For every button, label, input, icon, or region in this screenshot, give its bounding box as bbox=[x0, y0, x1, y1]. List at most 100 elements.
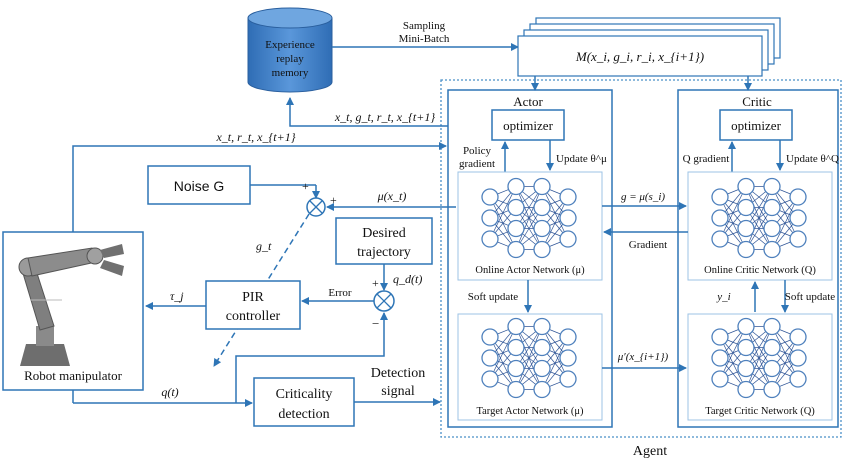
network-node bbox=[789, 188, 807, 206]
network-edge bbox=[541, 196, 569, 250]
critic-soft-update-label: Soft update bbox=[785, 291, 836, 303]
qd-plus-sign: + bbox=[372, 276, 379, 290]
network-node bbox=[481, 188, 499, 206]
network-node bbox=[533, 198, 551, 217]
critic-title: Critic bbox=[742, 94, 772, 109]
desired-trajectory-line1: Desired bbox=[362, 226, 406, 241]
experience-replay-memory: Experience replay memory bbox=[247, 7, 333, 93]
network-node bbox=[737, 317, 755, 336]
actor-policy-gradient-1: Policy bbox=[463, 145, 492, 157]
network-node bbox=[763, 240, 781, 259]
network-node bbox=[559, 349, 577, 367]
online-actor-network-label: Online Actor Network (μ) bbox=[475, 265, 585, 276]
mu-xt-label: μ(x_t) bbox=[377, 189, 407, 203]
critic-yi-label: y_i bbox=[716, 291, 730, 303]
network-node bbox=[711, 209, 729, 227]
network-edge bbox=[771, 336, 799, 390]
network-node bbox=[789, 370, 807, 388]
network-node bbox=[763, 359, 781, 378]
network-node bbox=[481, 370, 499, 388]
detection-line2: signal bbox=[381, 384, 415, 399]
network-node bbox=[559, 188, 577, 206]
actor-title: Actor bbox=[513, 94, 543, 109]
desired-trajectory-line2: trajectory bbox=[357, 245, 411, 260]
pir-controller-box bbox=[205, 280, 301, 330]
to-memory-label: x_t, g_t, r_t, x_{t+1} bbox=[334, 110, 436, 124]
critic-optimizer-box bbox=[719, 109, 793, 141]
network-node bbox=[481, 209, 499, 227]
network-node bbox=[533, 219, 551, 238]
error-minus-sign: − bbox=[372, 316, 379, 331]
network-node bbox=[711, 349, 729, 367]
actor-optimizer-box bbox=[491, 109, 565, 141]
qt-label: q(t) bbox=[161, 385, 178, 399]
network-node bbox=[533, 338, 551, 357]
noise-plus-sign: + bbox=[302, 179, 309, 193]
network-node bbox=[507, 219, 525, 238]
network-edge bbox=[771, 196, 799, 250]
network-edge bbox=[489, 186, 517, 240]
g-mu-label: g = μ(s_i) bbox=[621, 191, 665, 203]
agent-label: Agent bbox=[633, 444, 667, 459]
network-node bbox=[763, 317, 781, 336]
target-critic-network-label: Target Critic Network (Q) bbox=[705, 406, 815, 417]
network-node bbox=[763, 338, 781, 357]
network-node bbox=[533, 359, 551, 378]
network-node bbox=[507, 359, 525, 378]
transition-to-memory-arrow bbox=[286, 97, 448, 127]
network-node bbox=[711, 230, 729, 248]
network-node bbox=[507, 240, 525, 259]
network-node bbox=[763, 198, 781, 217]
network-node bbox=[481, 230, 499, 248]
network-edge bbox=[719, 186, 747, 240]
network-node bbox=[737, 198, 755, 217]
noise-summing-junction bbox=[306, 197, 326, 217]
network-node bbox=[507, 380, 525, 399]
network-edge bbox=[515, 186, 543, 250]
actor-optimizer: optimizer bbox=[503, 118, 553, 133]
network-node bbox=[507, 177, 525, 196]
critic-q-gradient-label: Q gradient bbox=[683, 153, 730, 165]
target-actor-network-label: Target Actor Network (μ) bbox=[476, 406, 584, 417]
network-node bbox=[789, 328, 807, 346]
network-node bbox=[789, 209, 807, 227]
network-edge bbox=[745, 326, 773, 390]
network-node bbox=[789, 349, 807, 367]
noise-g-label: Noise G bbox=[174, 178, 225, 194]
critic-optimizer: optimizer bbox=[731, 118, 781, 133]
actor-update-label: Update θ^μ bbox=[556, 153, 607, 165]
detection-line1: Detection bbox=[371, 366, 425, 381]
network-node bbox=[559, 209, 577, 227]
mu-plus-sign: + bbox=[330, 193, 337, 207]
network-edge bbox=[719, 326, 747, 380]
robot-manipulator-label: Robot manipulator bbox=[24, 368, 123, 383]
network-node bbox=[763, 219, 781, 238]
network-node bbox=[507, 198, 525, 217]
pir-line2: controller bbox=[226, 309, 281, 324]
network-node bbox=[507, 338, 525, 357]
sampling-line2: Mini-Batch bbox=[399, 33, 450, 45]
state-to-agent-arrow bbox=[72, 142, 447, 232]
online-actor-network-box bbox=[457, 171, 603, 281]
network-node bbox=[507, 317, 525, 336]
online-actor-network-graph bbox=[481, 177, 577, 259]
network-node bbox=[737, 177, 755, 196]
sampling-line1: Sampling bbox=[403, 20, 446, 32]
critic-panel bbox=[677, 89, 839, 428]
network-node bbox=[737, 219, 755, 238]
minibatch-label: M(x_i, g_i, r_i, x_{i+1}) bbox=[575, 49, 704, 64]
network-node bbox=[711, 328, 729, 346]
critic-update-label: Update θ^Q bbox=[786, 153, 839, 165]
criticality-detection-box bbox=[253, 377, 355, 427]
network-node bbox=[481, 349, 499, 367]
network-node bbox=[533, 317, 551, 336]
gt-label: g_t bbox=[256, 239, 272, 253]
actor-policy-gradient-2: gradient bbox=[459, 158, 495, 170]
criticality-line1: Criticality bbox=[276, 387, 333, 402]
criticality-line2: detection bbox=[278, 407, 329, 422]
gradient-label: Gradient bbox=[629, 239, 667, 251]
target-critic-network-graph bbox=[711, 317, 807, 399]
target-actor-network-box bbox=[457, 313, 603, 421]
network-node bbox=[737, 240, 755, 259]
